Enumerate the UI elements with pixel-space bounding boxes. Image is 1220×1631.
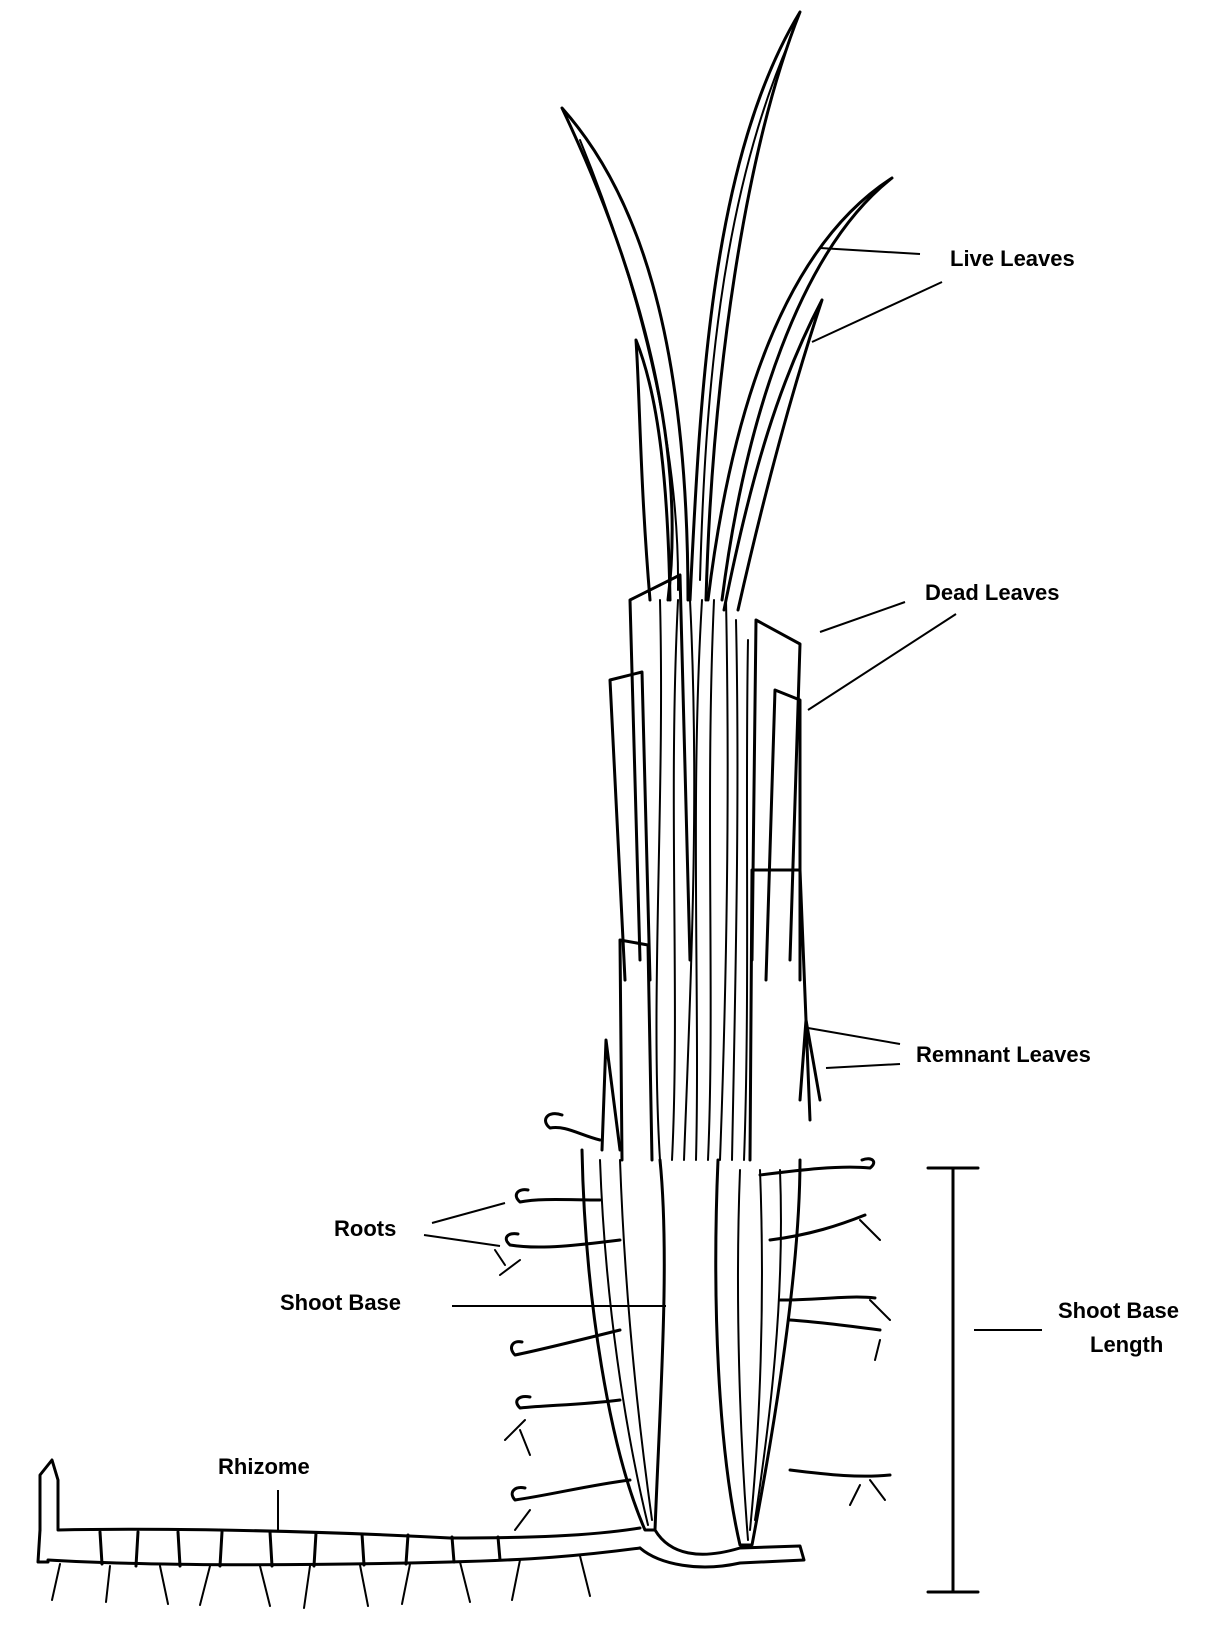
remnant-leaf (602, 1040, 620, 1150)
stem-fibre (708, 600, 714, 1160)
stem-fibre (696, 600, 702, 1160)
dead-leaves-drawing (610, 575, 800, 980)
rhizome-body (38, 1530, 48, 1562)
leaf-blade (708, 178, 892, 600)
label-remnant-leaves: Remnant Leaves (916, 1042, 1091, 1068)
root (790, 1470, 890, 1476)
leaf-vein (700, 40, 790, 580)
leader-remnant-leaves-2 (826, 1064, 900, 1068)
root (546, 1114, 600, 1140)
label-rhizome: Rhizome (218, 1454, 310, 1480)
label-live-leaves: Live Leaves (950, 246, 1075, 272)
label-shoot-base-length-1: Shoot Base (1058, 1298, 1179, 1324)
root (516, 1190, 600, 1202)
leaf-blade (724, 300, 822, 610)
root (506, 1234, 620, 1247)
stem-fibres-drawing (656, 600, 748, 1160)
stem-fibre (744, 640, 748, 1160)
shoot-base-fibre (750, 1170, 762, 1530)
label-shoot-base: Shoot Base (280, 1290, 401, 1316)
rhizome-connector (640, 1530, 804, 1567)
leaf-blade (562, 108, 688, 600)
root (511, 1330, 620, 1355)
shoot-base-left (582, 1150, 664, 1530)
stem-fibre (732, 620, 737, 1160)
dead-leaf-sheath (752, 620, 800, 960)
root (517, 1397, 620, 1408)
shoot-base-fibre (738, 1170, 748, 1540)
root-hair (850, 1220, 890, 1505)
stem-fibre (672, 600, 678, 1160)
root (760, 1159, 874, 1175)
rhizome-drawing (38, 1460, 804, 1608)
shoot-base-drawing (582, 1150, 800, 1545)
label-dead-leaves: Dead Leaves (925, 580, 1060, 606)
leader-dead-leaves-1 (820, 602, 905, 632)
live-leaves-drawing (562, 12, 892, 610)
leader-roots-1 (432, 1203, 505, 1223)
shoot-base-right (716, 1160, 800, 1545)
label-roots: Roots (334, 1216, 396, 1242)
leader-live-leaves-1 (820, 248, 920, 254)
label-shoot-base-length-2: Length (1090, 1332, 1163, 1358)
stem-fibre (720, 600, 728, 1160)
leader-roots-2 (424, 1235, 500, 1246)
remnant-leaf (750, 870, 810, 1160)
shoot-base-fibre (755, 1170, 781, 1520)
rhizome-body (40, 1460, 640, 1538)
leader-remnant-leaves-1 (808, 1028, 900, 1044)
root (780, 1297, 875, 1300)
root (770, 1215, 865, 1240)
root (512, 1480, 630, 1500)
stem-fibre (656, 600, 661, 1160)
shoot-base-length-bracket (928, 1168, 978, 1592)
dead-leaf-sheath (610, 672, 650, 980)
roots-drawing (495, 1114, 890, 1530)
leader-live-leaves-2 (812, 282, 942, 342)
root (790, 1320, 880, 1330)
leaf-vein (580, 140, 678, 590)
leaf-blade (636, 340, 670, 600)
